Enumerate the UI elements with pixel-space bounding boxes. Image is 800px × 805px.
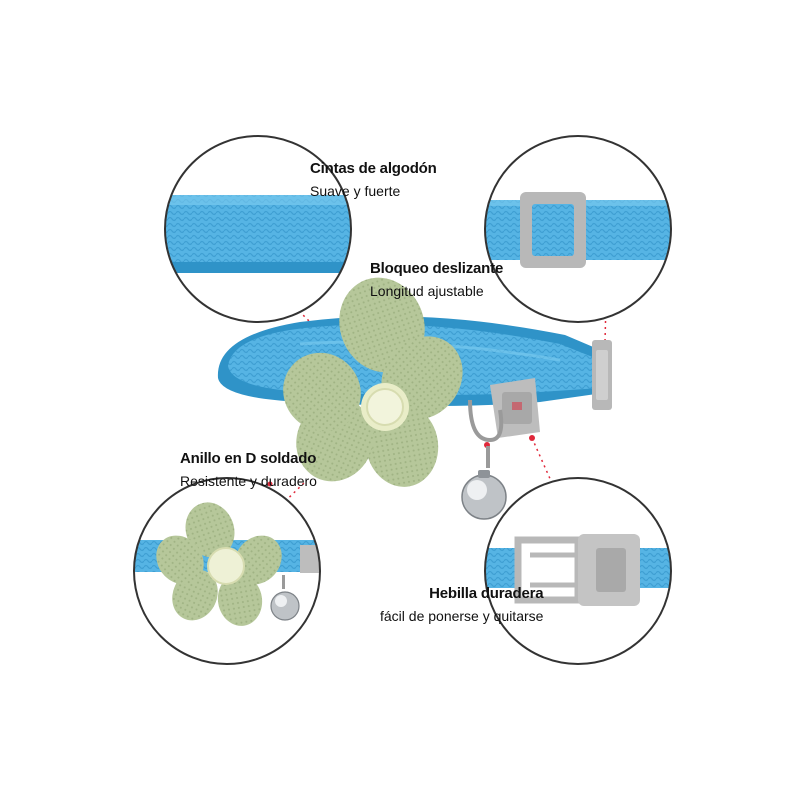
- callout-subtitle: Longitud ajustable: [370, 283, 484, 299]
- buckle-detail: [484, 477, 672, 665]
- callout-title: Hebilla duradera: [429, 585, 544, 602]
- flower-charm: [283, 277, 463, 487]
- cotton-strap-detail: [164, 135, 352, 323]
- callout-buckle: Hebilla duradera fácil de ponerse y quit…: [380, 585, 544, 624]
- callout-subtitle: Resistente y duradero: [180, 473, 317, 489]
- slide-lock-detail: [484, 135, 672, 323]
- callout-slide-lock: Bloqueo deslizante Longitud ajustable: [370, 260, 503, 299]
- callout-subtitle: Suave y fuerte: [310, 183, 401, 199]
- callout-title: Cintas de algodón: [310, 160, 437, 177]
- callout-cotton-strap: Cintas de algodón Suave y fuerte: [310, 160, 437, 199]
- bell-charm: [461, 446, 507, 520]
- d-ring-bell-detail: [133, 477, 321, 665]
- callout-title: Bloqueo deslizante: [370, 260, 504, 277]
- callout-d-ring: Anillo en D soldado Resistente y durader…: [180, 450, 317, 489]
- callout-subtitle: fácil de ponerse y quitarse: [380, 608, 544, 624]
- callout-title: Anillo en D soldado: [180, 450, 317, 467]
